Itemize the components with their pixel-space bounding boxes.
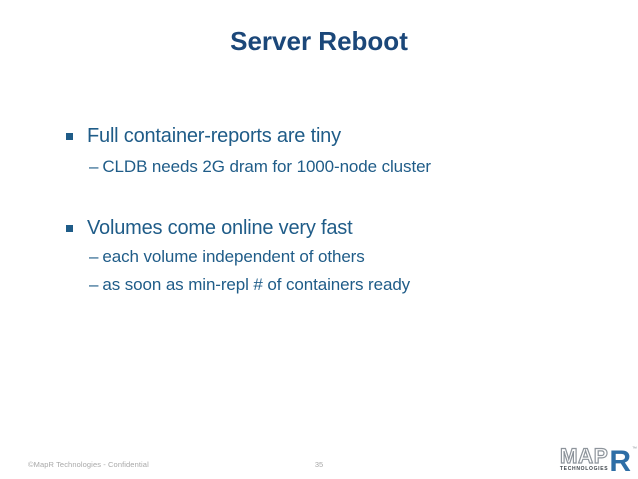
sub-bullet-2a: – each volume independent of others	[89, 246, 365, 267]
sub-bullet-text-2a: each volume independent of others	[102, 247, 365, 266]
logo-map-text: MAP	[559, 445, 609, 468]
page-number: 35	[314, 460, 324, 469]
logo-left-block: MAP TECHNOLOGIES	[559, 445, 609, 473]
logo-technologies-text: TECHNOLOGIES	[559, 466, 609, 472]
bullet-text-2: Volumes come online very fast	[87, 217, 353, 239]
sub-bullet-2b: – as soon as min-repl # of containers re…	[89, 274, 410, 295]
bullet-item-1: Full container-reports are tiny	[66, 124, 341, 148]
sub-bullet-text-1a: CLDB needs 2G dram for 1000-node cluster	[102, 157, 431, 176]
dash-icon: –	[89, 247, 99, 266]
page-title: Server Reboot	[230, 26, 408, 56]
trademark-icon: ™	[632, 446, 637, 452]
dash-icon: –	[89, 157, 99, 176]
dash-icon: –	[89, 275, 99, 294]
footer-copyright: ©MapR Technologies - Confidential	[28, 460, 149, 469]
sub-bullet-text-2b: as soon as min-repl # of containers read…	[102, 275, 411, 294]
logo-r-glyph: R	[609, 445, 631, 478]
bullet-square-icon	[66, 133, 73, 140]
sub-bullet-1a: – CLDB needs 2G dram for 1000-node clust…	[89, 156, 431, 177]
bullet-text-1: Full container-reports are tiny	[87, 125, 341, 147]
bullet-item-2: Volumes come online very fast	[66, 216, 353, 240]
bullet-square-icon	[66, 225, 73, 232]
